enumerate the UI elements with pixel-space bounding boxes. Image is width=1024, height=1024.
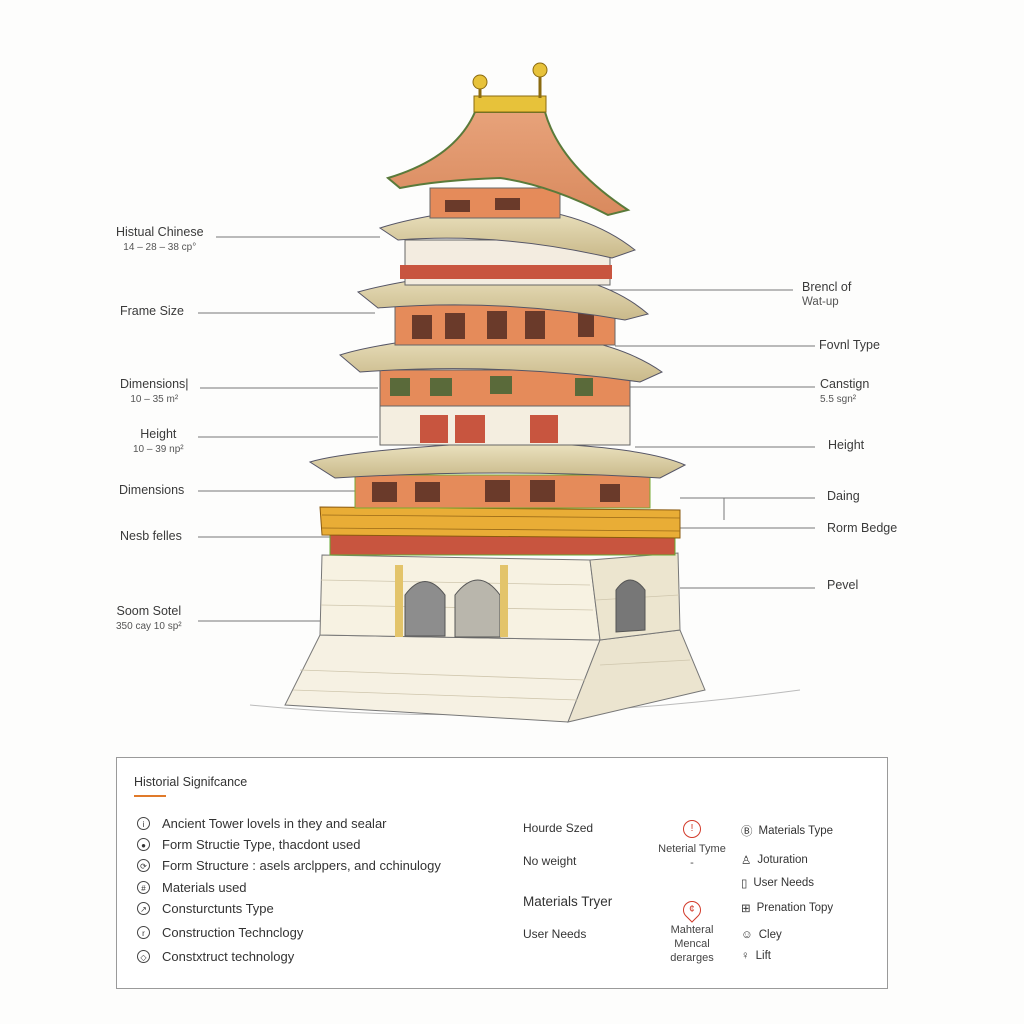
- title-underline: [134, 795, 166, 797]
- map-pin-icon: ¢: [679, 897, 705, 923]
- leader-lines: [198, 236, 815, 622]
- list-item: #Materials used: [137, 880, 247, 895]
- list-item: ◇Constxtruct technology: [137, 949, 294, 964]
- label-pevel: Pevel: [827, 578, 859, 592]
- r-icon: r: [137, 926, 150, 939]
- stone-base: [284, 552, 706, 723]
- label-fovnl-type: Fovnl Type: [819, 338, 880, 352]
- label-height-right: Height: [828, 438, 865, 452]
- label-frame-size: Frame Size: [120, 304, 184, 318]
- legend-item: ♙Joturation: [741, 854, 808, 867]
- label-rorm-bedge: Rorm Bedge: [827, 521, 898, 535]
- alert-icon: !: [683, 820, 701, 838]
- dot-icon: ●: [137, 838, 150, 851]
- red-marker-1: !Neterial Tyme-: [657, 820, 727, 870]
- info-icon: i: [137, 817, 150, 830]
- lift-icon: ♀: [741, 950, 750, 962]
- legend-item: ▯User Needs: [741, 877, 815, 890]
- middle-item: Hourde Szed: [523, 821, 594, 835]
- face-icon: ☺: [741, 929, 753, 941]
- chart-icon: ⊞: [741, 903, 751, 915]
- label-nest-falles: Nesb felles: [120, 529, 182, 543]
- legend-item: ♀Lift: [741, 950, 771, 962]
- label-dimensions-2: Dimensions: [119, 483, 185, 497]
- list-item: ↗Consturctunts Type: [137, 901, 274, 916]
- cycle-icon: ⟳: [137, 859, 150, 872]
- middle-item: User Needs: [523, 927, 587, 941]
- list-item: ●Form Structie Type, thacdont used: [137, 837, 360, 852]
- middle-item: No weight: [523, 854, 577, 868]
- arrow-icon: ↗: [137, 902, 150, 915]
- person-icon: ♙: [741, 855, 752, 867]
- list-item: ⟳Form Structure : asels arclppers, and c…: [137, 858, 441, 873]
- panel-title: Historial Signifcance: [134, 775, 248, 789]
- grid-icon: #: [137, 881, 150, 894]
- middle-item: Materials Tryer: [523, 894, 613, 909]
- b-circle-icon: Ⓑ: [741, 826, 753, 838]
- legend-item: ☺Cley: [741, 929, 782, 941]
- legend-item: ⊞Prenation Topy: [741, 902, 834, 915]
- diamond-icon: ◇: [137, 950, 150, 963]
- label-daing: Daing: [827, 489, 860, 503]
- red-marker-2: ¢Mahteral Mencal derarges: [657, 897, 727, 965]
- phone-icon: ▯: [741, 878, 748, 890]
- label-dimensions-1: Dimensions|10 – 35 m²: [120, 377, 189, 405]
